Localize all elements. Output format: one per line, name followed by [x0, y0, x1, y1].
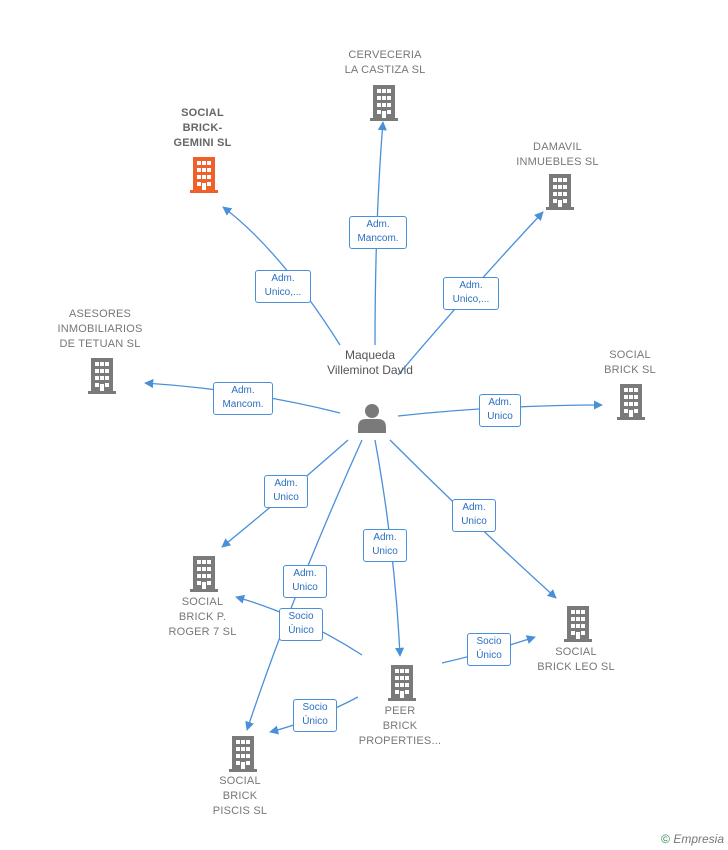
- company-label-line: GEMINI SL: [173, 137, 232, 149]
- company-label-line: LA CASTIZA SL: [344, 64, 426, 76]
- person-label-line: Villeminot: [327, 363, 379, 377]
- edge-label-line: Unico,...: [264, 287, 302, 298]
- building-icon[interactable]: [229, 736, 257, 772]
- edge-label-line: Unico: [273, 492, 299, 503]
- edge-label-line: Unico,...: [452, 294, 490, 305]
- edge-label-to-p-roger[interactable]: Adm. Unico: [264, 475, 308, 508]
- edge-label-line: Unico: [461, 516, 487, 527]
- edge-label-line: Adm.: [488, 397, 512, 408]
- person-label-line: David: [382, 363, 413, 377]
- edge-label-line: Adm.: [462, 502, 486, 513]
- edge-to-gemini: [222, 206, 341, 346]
- company-label-line: BRICK: [382, 720, 418, 732]
- company-label-asesores[interactable]: ASESORES INMOBILIARIOS DE TETUAN SL: [40, 307, 160, 352]
- company-label-line: BRICK LEO SL: [537, 661, 615, 673]
- building-icon[interactable]: [190, 556, 218, 592]
- copyright-watermark: © Empresia: [661, 832, 724, 846]
- edge-label-line: Socio: [476, 636, 502, 647]
- copyright-symbol: ©: [661, 832, 670, 846]
- company-label-line: BRICK P.: [178, 611, 227, 623]
- company-label-line: PEER: [384, 705, 416, 717]
- edge-label-to-damavil[interactable]: Adm. Unico,...: [443, 277, 499, 310]
- company-label-line: BRICK-: [182, 122, 223, 134]
- company-label-line: BRICK: [222, 790, 258, 802]
- building-icon[interactable]: [88, 358, 116, 394]
- company-label-line: INMUEBLES SL: [516, 156, 599, 168]
- company-label-line: SOCIAL: [555, 646, 597, 658]
- edge-label-line: Socio: [288, 611, 314, 622]
- company-label-line: DAMAVIL: [533, 141, 582, 153]
- edge-label-line: Unico: [292, 582, 318, 593]
- company-label-line: BRICK SL: [604, 364, 656, 376]
- edge-label-line: Socio: [302, 702, 328, 713]
- edge-label-to-peer[interactable]: Adm. Unico: [363, 529, 407, 562]
- company-label-social-brick-leo[interactable]: SOCIAL BRICK LEO SL: [526, 645, 626, 675]
- edge-label-to-leo[interactable]: Adm. Unico: [452, 499, 496, 532]
- company-label-line: INMOBILIARIOS: [57, 323, 143, 335]
- edge-label-line: Adm.: [293, 568, 317, 579]
- building-icon[interactable]: [564, 606, 592, 642]
- company-label-damavil[interactable]: DAMAVIL INMUEBLES SL: [500, 140, 615, 170]
- person-label-line: Maqueda: [344, 348, 396, 362]
- company-label-social-brick-piscis[interactable]: SOCIAL BRICK PISCIS SL: [195, 774, 285, 819]
- building-icon[interactable]: [546, 174, 574, 210]
- building-icon[interactable]: [388, 665, 416, 701]
- company-label-line: SOCIAL: [609, 349, 651, 361]
- icons-layer: [88, 85, 645, 772]
- company-label-line: ASESORES: [68, 308, 132, 320]
- edge-label-line: Adm.: [459, 280, 483, 291]
- company-label-peer-brick[interactable]: PEER BRICK PROPERTIES...: [350, 704, 450, 749]
- building-icon[interactable]: [370, 85, 398, 121]
- edge-label-to-social-brick[interactable]: Adm. Unico: [479, 394, 521, 427]
- company-label-social-brick[interactable]: SOCIAL BRICK SL: [590, 348, 670, 378]
- edge-label-to-piscis[interactable]: Adm. Unico: [283, 565, 327, 598]
- company-label-social-brick-gemini[interactable]: SOCIAL BRICK- GEMINI SL: [150, 106, 255, 151]
- edge-label-line: Unico: [487, 411, 513, 422]
- company-label-line: SOCIAL: [181, 107, 224, 119]
- company-label-line: PISCIS SL: [212, 805, 268, 817]
- person-label[interactable]: Maqueda Villeminot David: [325, 348, 415, 378]
- edge-label-line: Adm.: [373, 532, 397, 543]
- building-icon[interactable]: [617, 384, 645, 420]
- company-label-line: CERVECERIA: [348, 49, 422, 61]
- company-label-line: SOCIAL: [181, 596, 224, 608]
- edge-label-to-cerveceria[interactable]: Adm. Mancom.: [349, 216, 407, 249]
- company-label-line: SOCIAL: [219, 775, 261, 787]
- building-icon[interactable]: [190, 157, 218, 193]
- company-label-cerveceria[interactable]: CERVECERIA LA CASTIZA SL: [320, 48, 450, 78]
- company-label-line: PROPERTIES...: [358, 735, 442, 747]
- person-icon[interactable]: [358, 404, 386, 433]
- edge-label-to-asesores[interactable]: Adm. Mancom.: [213, 382, 273, 415]
- company-label-social-brick-p-roger[interactable]: SOCIAL BRICK P. ROGER 7 SL: [155, 595, 250, 640]
- edge-label-to-gemini[interactable]: Adm. Unico,...: [255, 270, 311, 303]
- edge-label-line: Único: [288, 625, 314, 636]
- empresia-logo: Empresia: [673, 832, 724, 846]
- edge-label-line: Mancom.: [357, 233, 399, 244]
- edge-label-line: Único: [302, 716, 328, 727]
- edge-label-line: Unico: [372, 546, 398, 557]
- edge-label-line: Único: [476, 650, 502, 661]
- edge-label-line: Adm.: [231, 385, 255, 396]
- company-label-line: ROGER 7 SL: [168, 626, 237, 638]
- edge-label-line: Adm.: [271, 273, 295, 284]
- edge-label-line: Adm.: [274, 478, 298, 489]
- company-label-line: DE TETUAN SL: [59, 338, 141, 350]
- edge-label-line: Mancom.: [222, 399, 264, 410]
- edge-label-line: Adm.: [366, 219, 390, 230]
